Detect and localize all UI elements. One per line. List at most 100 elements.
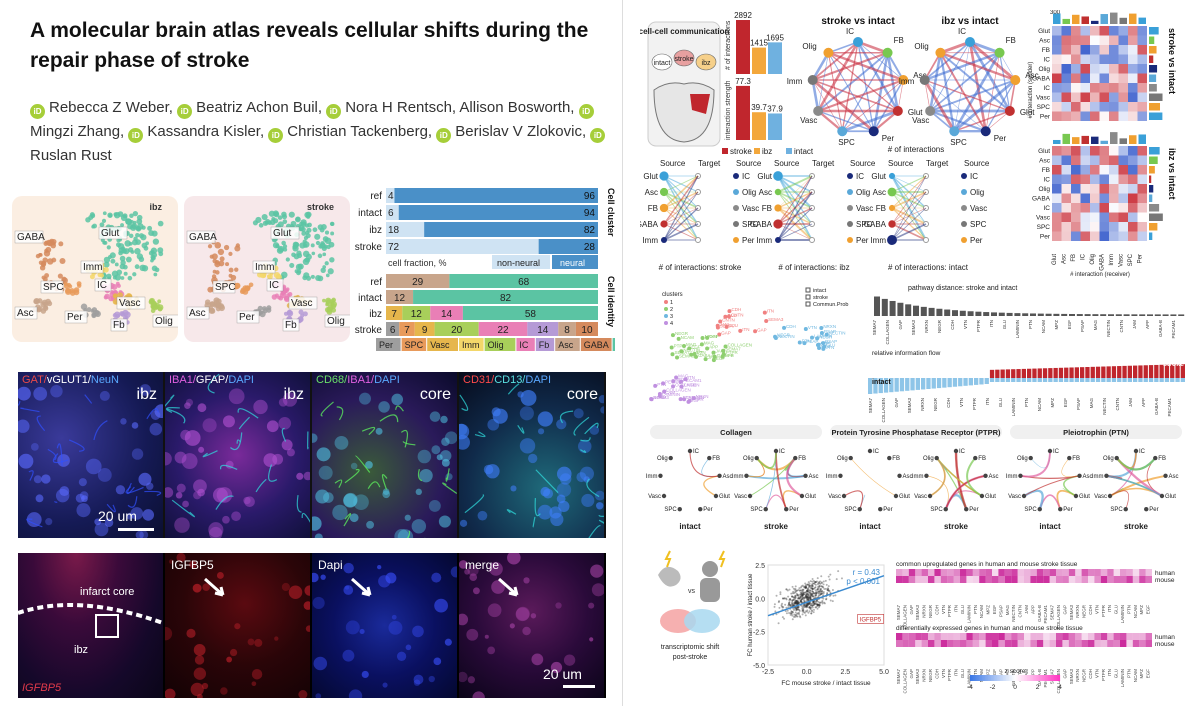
gene-label: MPZ [986, 669, 991, 679]
interactions-value: 1415 [750, 39, 768, 48]
scatter-point [801, 594, 804, 597]
flow-bar-intact [1159, 378, 1164, 382]
zscore-gradient [1043, 675, 1046, 681]
region-label: ibz [702, 60, 711, 67]
heatmap-cell [1137, 184, 1147, 194]
gene-label: ITN [1107, 669, 1112, 676]
orcid-icon[interactable]: iD [590, 128, 606, 143]
circle-plot-node [1104, 473, 1109, 478]
heatmap-side-title: ibz vs intact [1167, 148, 1177, 200]
zscore-tick: -2 [990, 684, 996, 691]
gene-heatmap-cell [896, 576, 903, 583]
distance-gene-label: SEMA3 [911, 320, 916, 336]
scatter-point [806, 590, 809, 593]
zscore-tick: 0 [1013, 684, 1017, 691]
flow-bar-intact [1011, 378, 1016, 382]
scatter-point [783, 597, 786, 600]
distance-gene-label: COLLAGEN [885, 320, 890, 345]
circle-plot-node-label: SPC [844, 507, 857, 513]
heatmap-cell [1099, 45, 1109, 55]
scatter-point [807, 599, 810, 602]
distance-title: pathway distance: stroke and intact [908, 285, 1017, 292]
author-name: Mingzi Zhang, [30, 123, 129, 140]
scatter-point [806, 605, 809, 608]
umap-point [151, 251, 158, 258]
circle-plot-node [979, 493, 985, 499]
gene-heatmap-cell [1132, 576, 1140, 583]
circle-plot-edge [843, 490, 864, 510]
umap-label-box [40, 280, 64, 294]
region-node [651, 53, 673, 71]
scatter-point [806, 596, 809, 599]
scatter-point [790, 610, 793, 613]
circle-plot-node [713, 493, 719, 499]
distance-bar [889, 300, 896, 316]
scatter-point [794, 585, 797, 588]
identity-legend-label: SPC [405, 340, 424, 350]
scatter-point [815, 580, 818, 583]
gene-heatmap-cell [947, 569, 954, 576]
circle-plot-node [799, 493, 805, 499]
circle-plot-node [887, 455, 892, 461]
scatter-point [788, 598, 791, 601]
orcid-icon[interactable]: iD [30, 104, 45, 119]
pathway-point-label: APP [709, 345, 718, 350]
hierarchy-source-node [847, 189, 853, 195]
interactions-bar [768, 42, 782, 74]
network-node-label: IC [846, 27, 854, 36]
orcid-icon[interactable]: iD [436, 128, 452, 143]
scatter-point [795, 600, 798, 603]
scatter-point [795, 601, 798, 604]
pathway-point [819, 330, 824, 335]
umap-point [277, 245, 285, 253]
cluster-value-neural: 94 [584, 208, 596, 219]
gene-heatmap-cell [998, 576, 1005, 583]
gene-label: PTN [973, 605, 978, 614]
flow-bar-stroke [1027, 368, 1032, 378]
scatter-point [831, 600, 834, 603]
gene-label: NCAM [1133, 669, 1138, 683]
gene-heatmap-cell [1011, 576, 1018, 583]
heatmap-cell [1080, 45, 1090, 55]
identity-bar-segment [386, 290, 414, 304]
circle-plot-node-label: Vasc [828, 494, 841, 500]
umap-cluster-label: Per [239, 312, 255, 323]
scatter-point [805, 590, 808, 593]
scatter-point [803, 585, 806, 588]
microscopy-region-label: ibz [283, 386, 304, 403]
orcid-icon[interactable]: iD [128, 128, 144, 143]
heatmap-xlabel: # interaction (receiver) [1070, 272, 1130, 278]
pathway-legend-dot [664, 307, 668, 311]
gene-label: NEGR [1082, 604, 1087, 618]
pathway-point [797, 340, 802, 345]
umap-point [223, 244, 230, 251]
cluster-row-label: ref [370, 191, 382, 202]
scatter-point [807, 586, 810, 589]
scatter-point [807, 583, 810, 586]
scatter-point [790, 612, 793, 615]
scatter-point [797, 602, 800, 605]
orcid-icon[interactable]: iD [326, 104, 342, 119]
scatter-point [802, 592, 805, 595]
distance-bar [913, 305, 919, 316]
pathway-point [675, 355, 680, 360]
pathway-point [726, 314, 731, 319]
orcid-icon[interactable]: iD [177, 104, 193, 119]
gene-heatmap-cell [1043, 569, 1050, 576]
scatter-point [826, 587, 829, 590]
igfbp5-channel-panel: Dapi [312, 553, 457, 698]
arrow-icon [204, 577, 225, 597]
gene-heatmap-cell [1024, 569, 1031, 576]
scatter-point [780, 604, 783, 607]
orcid-icon[interactable]: iD [268, 128, 284, 143]
umap-point [330, 231, 335, 236]
scatter-point [814, 596, 817, 599]
network-node [1010, 75, 1021, 86]
scatter-point [820, 581, 823, 584]
flow-bar-stroke [1138, 365, 1143, 378]
orcid-icon[interactable]: iD [578, 104, 594, 119]
zscore-gradient [977, 675, 980, 681]
scatter-point [801, 613, 804, 616]
scatter-point [793, 602, 796, 605]
scatter-point [807, 581, 810, 584]
